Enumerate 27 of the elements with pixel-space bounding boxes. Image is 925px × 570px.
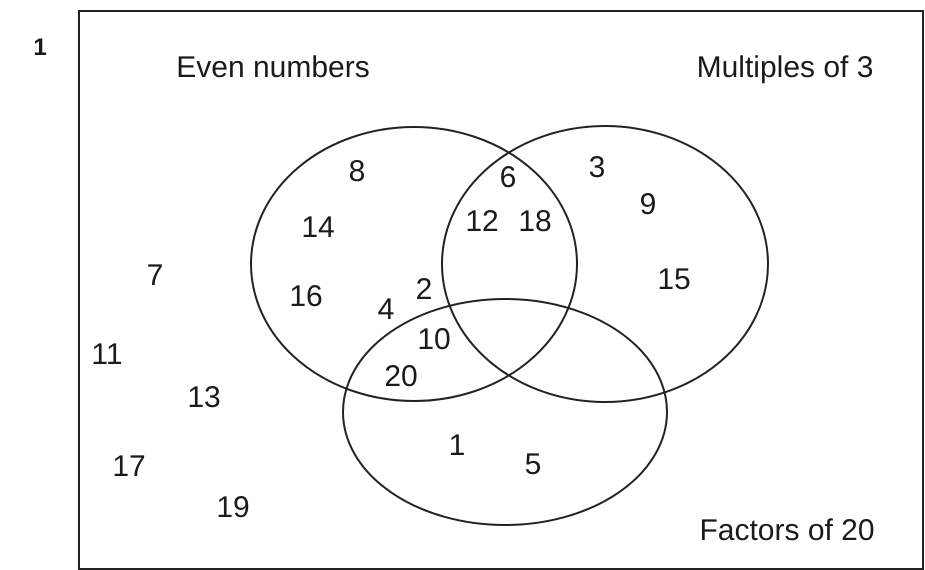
number: 12 [465,207,499,237]
set-circle [342,298,668,526]
number: 2 [416,275,432,305]
number: 9 [640,190,656,220]
number: 8 [348,157,366,187]
number: 5 [524,450,542,480]
number: 14 [301,213,335,243]
number: 17 [112,452,146,482]
venn-frame [78,10,924,570]
number: 18 [518,207,552,237]
number: 1 [448,431,466,461]
number: 7 [146,261,164,291]
number: 6 [500,163,516,193]
set-circle [250,126,578,402]
number: 15 [657,265,691,295]
number: 16 [289,282,323,312]
question-number: 1 [33,36,47,60]
number: 3 [588,153,606,183]
set-label: Factors of 20 [699,516,875,546]
number: 11 [91,340,123,370]
set-label: Multiples of 3 [696,53,874,83]
number: 10 [417,325,451,355]
number: 19 [216,493,250,523]
number: 13 [187,383,221,413]
number: 20 [384,362,418,392]
number: 4 [378,295,394,325]
set-label: Even numbers [176,53,370,83]
